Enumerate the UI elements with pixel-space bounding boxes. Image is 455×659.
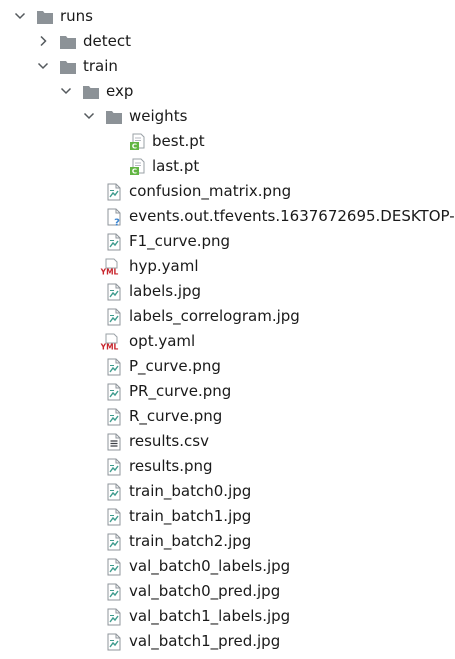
tree-row-r-curve-png[interactable]: R_curve.png <box>0 404 435 429</box>
chevron-down-icon[interactable] <box>80 104 98 129</box>
tree-item-label: weights <box>129 107 188 125</box>
tree-item-label: results.png <box>129 457 213 475</box>
tree-row-p-curve-png[interactable]: P_curve.png <box>0 354 435 379</box>
tree-row-train-batch2-jpg[interactable]: train_batch2.jpg <box>0 529 435 554</box>
tree-row-val-batch1-labels-jpg[interactable]: val_batch1_labels.jpg <box>0 604 435 629</box>
image-file-icon <box>105 183 123 201</box>
folder-icon <box>105 108 123 126</box>
tree-row-opt-yaml[interactable]: YML opt.yaml <box>0 329 435 354</box>
unknown-file-icon: ? <box>105 208 123 229</box>
image-file-icon <box>105 308 123 326</box>
tree-row-val-batch1-pred-jpg[interactable]: val_batch1_pred.jpg <box>0 629 435 654</box>
text-file-icon <box>105 433 123 451</box>
tree-row-f1-curve-png[interactable]: F1_curve.png <box>0 229 435 254</box>
folder-icon <box>36 8 54 26</box>
tree-row-labels-jpg[interactable]: labels.jpg <box>0 279 435 304</box>
tree-item-label: F1_curve.png <box>129 232 231 250</box>
chevron-down-icon[interactable] <box>34 54 52 79</box>
image-file-icon <box>105 383 123 401</box>
image-file-icon <box>105 533 123 551</box>
tree-row-hyp-yaml[interactable]: YML hyp.yaml <box>0 254 435 279</box>
pytorch-weights-file-icon: C <box>129 133 147 151</box>
image-file-icon <box>105 358 123 376</box>
pytorch-weights-file-icon: C <box>129 158 147 176</box>
tree-item-label: train <box>83 57 118 75</box>
image-file-icon <box>105 458 123 476</box>
tree-row-train[interactable]: train <box>0 54 435 79</box>
tree-item-label: val_batch0_labels.jpg <box>129 557 291 575</box>
svg-text:C: C <box>132 168 137 176</box>
folder-icon <box>82 83 100 101</box>
tree-row-val-batch0-labels-jpg[interactable]: val_batch0_labels.jpg <box>0 554 435 579</box>
tree-item-label: labels_correlogram.jpg <box>129 307 300 325</box>
svg-text:?: ? <box>114 218 120 229</box>
image-file-icon <box>105 408 123 426</box>
tree-row-train-batch1-jpg[interactable]: train_batch1.jpg <box>0 504 435 529</box>
tree-row-pr-curve-png[interactable]: PR_curve.png <box>0 379 435 404</box>
tree-item-label: PR_curve.png <box>129 382 232 400</box>
tree-item-label: R_curve.png <box>129 407 223 425</box>
tree-row-detect[interactable]: detect <box>0 29 435 54</box>
svg-text:YML: YML <box>100 343 119 352</box>
image-file-icon <box>105 558 123 576</box>
tree-item-label: val_batch1_labels.jpg <box>129 607 291 625</box>
tree-row-runs[interactable]: runs <box>0 4 435 29</box>
image-file-icon <box>105 583 123 601</box>
chevron-down-icon[interactable] <box>57 79 75 104</box>
folder-icon <box>59 58 77 76</box>
tree-row-exp[interactable]: exp <box>0 79 435 104</box>
image-file-icon <box>105 233 123 251</box>
tree-row-val-batch0-pred-jpg[interactable]: val_batch0_pred.jpg <box>0 579 435 604</box>
tree-item-label: train_batch1.jpg <box>129 507 252 525</box>
tree-item-label: train_batch2.jpg <box>129 532 252 550</box>
tree-row-results-png[interactable]: results.png <box>0 454 435 479</box>
image-file-icon <box>105 483 123 501</box>
tree-item-label: labels.jpg <box>129 282 202 300</box>
tree-item-label: val_batch0_pred.jpg <box>129 582 281 600</box>
tree-item-label: detect <box>83 32 131 50</box>
tree-row-confusion-matrix-png[interactable]: confusion_matrix.png <box>0 179 435 204</box>
tree-row-weights[interactable]: weights <box>0 104 435 129</box>
folder-icon <box>59 33 77 51</box>
tree-row-events-out-tfevents-1637672695-desktop[interactable]: ? events.out.tfevents.1637672695.DESKTOP- <box>0 204 455 229</box>
tree-row-train-batch0-jpg[interactable]: train_batch0.jpg <box>0 479 435 504</box>
image-file-icon <box>105 508 123 526</box>
tree-row-results-csv[interactable]: results.csv <box>0 429 435 454</box>
svg-text:YML: YML <box>100 268 119 277</box>
image-file-icon <box>105 608 123 626</box>
chevron-down-icon[interactable] <box>11 4 29 29</box>
tree-item-label: last.pt <box>152 157 200 175</box>
yaml-file-icon: YML <box>100 333 119 352</box>
tree-item-label: exp <box>106 82 134 100</box>
tree-item-label: train_batch0.jpg <box>129 482 252 500</box>
yaml-file-icon: YML <box>100 258 119 277</box>
tree-item-label: runs <box>60 7 93 25</box>
image-file-icon <box>105 283 123 301</box>
tree-item-label: confusion_matrix.png <box>129 182 292 200</box>
tree-item-label: P_curve.png <box>129 357 221 375</box>
tree-item-label: best.pt <box>152 132 205 150</box>
tree-item-label: events.out.tfevents.1637672695.DESKTOP- <box>129 207 455 225</box>
tree-item-label: opt.yaml <box>129 332 196 350</box>
svg-text:C: C <box>132 143 137 151</box>
tree-item-label: hyp.yaml <box>129 257 199 275</box>
tree-item-label: results.csv <box>129 432 209 450</box>
chevron-right-icon[interactable] <box>34 29 52 54</box>
tree-item-label: val_batch1_pred.jpg <box>129 632 281 650</box>
tree-row-labels-correlogram-jpg[interactable]: labels_correlogram.jpg <box>0 304 435 329</box>
image-file-icon <box>105 633 123 651</box>
